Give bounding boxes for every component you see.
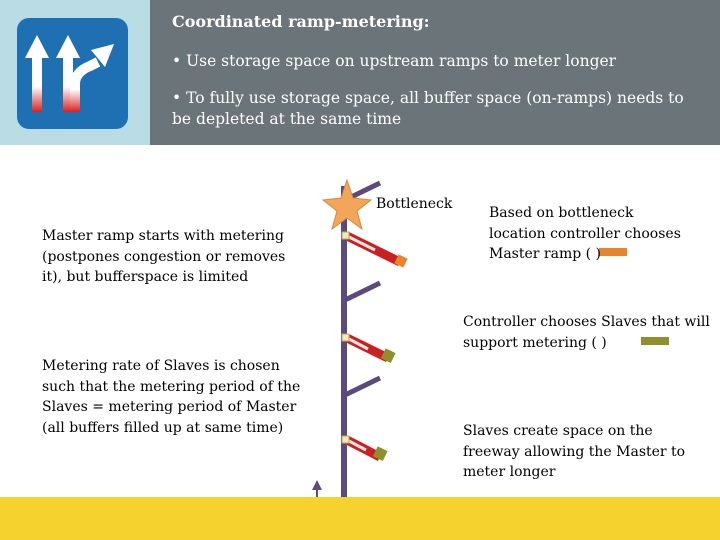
bottleneck-label: Bottleneck xyxy=(376,196,453,212)
slave-ramp-queue xyxy=(341,435,388,462)
master-selection-description: Based on bottleneck location controller … xyxy=(489,205,681,262)
slide-title: Coordinated ramp-metering: xyxy=(172,12,430,31)
logo-panel xyxy=(0,0,150,145)
on-ramp-branch xyxy=(343,280,382,303)
star-icon xyxy=(321,178,373,231)
slave-ramp-queue xyxy=(341,333,396,364)
slave-rate-description: Metering rate of Slaves is chosen such t… xyxy=(42,358,301,436)
bullet-storage-space: • Use storage space on upstream ramps to… xyxy=(172,52,617,70)
bullet-buffer-depletion: • To fully use storage space, all buffer… xyxy=(172,89,684,128)
lane-arrows-sign-icon xyxy=(17,18,128,129)
slave-effect-description: Slaves create space on the freeway allow… xyxy=(463,423,686,480)
footer-bar xyxy=(0,497,720,540)
slave-selection-description: Controller chooses Slaves that will supp… xyxy=(463,314,710,351)
header-bar: Coordinated ramp-metering: • Use storage… xyxy=(0,0,720,145)
master-color-swatch xyxy=(599,248,627,256)
master-ramp-description: Master ramp starts with metering (postpo… xyxy=(42,228,286,285)
master-ramp-queue xyxy=(341,231,408,268)
on-ramp-branch xyxy=(343,375,382,398)
slave-color-swatch xyxy=(641,337,669,345)
freeway-road xyxy=(341,186,347,498)
